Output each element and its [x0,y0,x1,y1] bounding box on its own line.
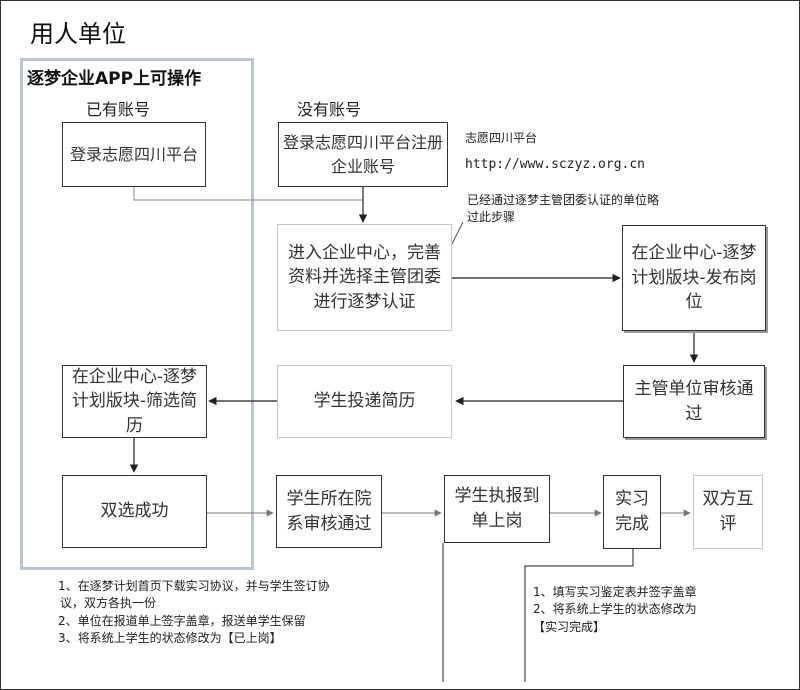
login-platform-box: 登录志愿四川平台 [62,122,206,187]
department-review-box: 学生所在院系审核通过 [276,475,382,548]
bottom-right-note-line: 2、将系统上学生的状态修改为 [533,602,697,617]
platform-name-note: 志愿四川平台 [465,131,538,145]
bottom-left-note-line: 2、单位在报道单上签字盖章，报送单学生保留 [58,613,306,628]
publish-position-box: 在企业中心-逐梦计划版块-发布岗位 [622,225,766,331]
skip-note-leader [451,221,464,245]
bottom-right-note-line: 【实习完成】 [533,619,606,634]
has-account-label: 已有账号 [86,100,151,119]
bottom-left-note-line: 3、将系统上学生的状态修改为【已上岗】 [58,631,282,646]
bottom-left-note-line: 1、在逐梦计划首页下载实习协议，并与学生签订协 [58,579,330,593]
filter-resume-box: 在企业中心-逐梦计划版块-筛选简历 [62,365,207,438]
bottom-right-note-line: 1、填写实习鉴定表并签字盖章 [533,585,697,599]
bottom-right-note-bracket [524,549,634,682]
internship-complete-box: 实习完成 [603,475,661,549]
arrow-login-to-center [133,187,363,201]
page-title: 用人单位 [30,20,126,48]
supervisor-review-box: 主管单位审核通过 [623,365,765,438]
app-region-title: 逐梦企业APP上可操作 [27,69,202,89]
enter-center-box: 进入企业中心，完善资料并选择主管团委进行逐梦认证 [277,224,452,331]
bottom-left-note-line: 议，双方各执一份 [60,596,157,611]
mutual-selection-box: 双选成功 [62,475,207,548]
app-operable-region [20,58,254,570]
platform-url-note: http://www.sczyz.org.cn [465,157,646,172]
skip-step-note: 已经通过逐梦主管团委认证的单位略过此步骤 [467,193,660,225]
no-account-label: 没有账号 [297,100,362,119]
bottom-right-notes: 1、填写实习鉴定表并签字盖章 2、将系统上学生的状态修改为 【实习完成】 [533,584,697,636]
register-account-box: 登录志愿四川平台注册企业账号 [278,122,448,187]
report-duty-box: 学生执报到单上岗 [444,475,550,543]
mutual-evaluation-box: 双方互评 [693,475,763,549]
student-submit-resume-box: 学生投递简历 [277,365,452,438]
bottom-left-notes: 1、在逐梦计划首页下载实习协议，并与学生签订协 议，双方各执一份 2、单位在报道… [58,578,330,648]
